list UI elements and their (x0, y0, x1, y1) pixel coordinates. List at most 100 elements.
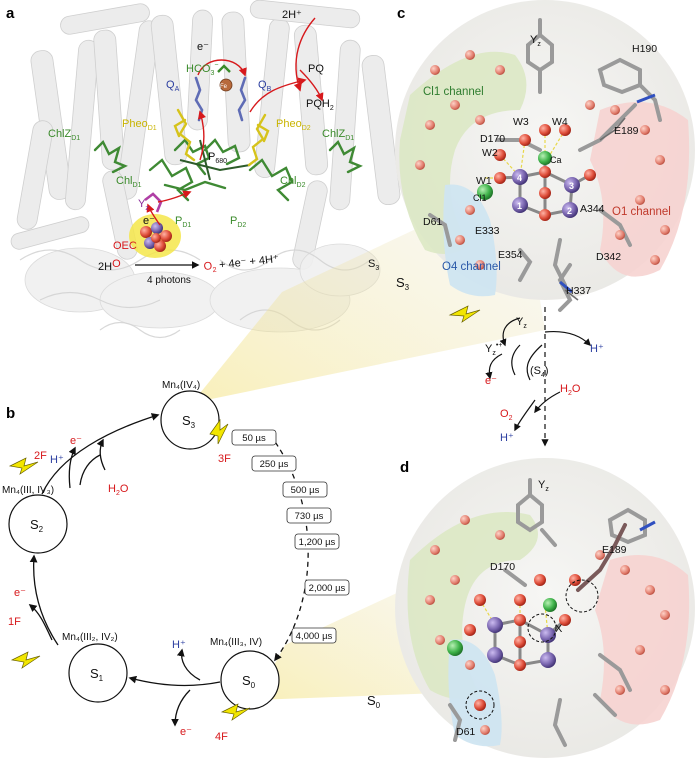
time-box (251, 455, 297, 472)
label-p680: P680 (208, 151, 227, 165)
label-proton2-mech: H⁺ (500, 432, 514, 444)
label-chl-d1: ChlD1 (116, 175, 142, 189)
panel-d-structure (395, 458, 695, 758)
mn-index-label: 3 (569, 181, 574, 191)
cl1-channel-region-d (407, 512, 538, 699)
label-4-photons: 4 photons (147, 275, 191, 286)
panel-letter-c: c (397, 5, 405, 22)
flash-icons (8, 418, 251, 721)
residue-label-w1: W1 (476, 175, 492, 187)
label-yz-mech: Yz (516, 316, 527, 330)
label-pheo-d1: PheoD1 (122, 118, 157, 132)
label-pheo-d2: PheoD2 (276, 118, 311, 132)
bicarbonate-molecule (217, 64, 231, 73)
label-2h-plus: 2H⁺ (282, 9, 302, 21)
residue-e189-d: E189 (602, 544, 627, 556)
state-label-s2: S2 (30, 517, 44, 534)
flash-label-4f: 4F (215, 731, 228, 743)
time-point-label: 50 µs (242, 433, 266, 444)
time-box (282, 481, 328, 498)
label-oec: OEC (113, 240, 137, 252)
flash-label-2f: 2F (34, 450, 47, 462)
label-s4: (S4) (530, 365, 549, 379)
residue-label-a344: A344 (580, 203, 605, 215)
proton-b-4: H⁺ (172, 639, 186, 651)
time-point-label: 500 µs (291, 485, 320, 496)
label-fe: Fe (220, 84, 228, 90)
s-state-cycle (8, 390, 309, 727)
residue-label-ca: Ca (550, 155, 562, 165)
oxidation-s2: Mn₄(III, IV₃) (2, 485, 54, 496)
residue-label-cl1: Cl1 (473, 193, 487, 203)
label-pqh2: PQH2 (306, 98, 334, 112)
time-box (286, 507, 332, 524)
label-yz-d: Yz (538, 479, 549, 493)
time-point-label: 2,000 µs (309, 583, 346, 594)
flash-mechanism (448, 305, 481, 323)
time-box (294, 533, 340, 550)
label-o1-channel: O1 channel (612, 206, 671, 218)
residue-label-d61: D61 (423, 216, 442, 228)
label-s0-d: S0 (367, 693, 381, 710)
label-pd1: PD1 (175, 215, 191, 229)
water-molecules-c (415, 50, 670, 270)
residue-d170-d: D170 (490, 561, 515, 573)
panel-c-structure (395, 0, 695, 312)
residue-label-e333: E333 (475, 225, 500, 237)
label-cl1-channel: Cl1 channel (423, 86, 484, 98)
electron-b-1: e⁻ (14, 587, 26, 599)
mn-index-label: 2 (567, 206, 572, 216)
time-point-label: 1,200 µs (299, 537, 336, 548)
state-circle-s2 (8, 494, 68, 554)
oxidation-s0: Mn₄(III₃, IV) (210, 637, 262, 648)
electron-path-arrows (146, 17, 324, 226)
label-chlz-d1-left: ChlZD1 (48, 128, 80, 142)
label-hco3: HCO3− (186, 62, 218, 77)
residue-label-e189: E189 (614, 125, 639, 137)
residue-label-w2: W2 (482, 147, 498, 159)
label-s3-a: S3 (368, 258, 379, 272)
label-yz-radical: Yz•+ (485, 342, 502, 357)
proton-b-2: H⁺ (50, 454, 64, 466)
panel-letter-a: a (6, 5, 15, 22)
residue-label-w3: W3 (513, 116, 529, 128)
electron-b-2: e⁻ (70, 435, 82, 447)
residue-label-h337: H337 (566, 285, 591, 297)
label-s3-c: S3 (396, 275, 410, 292)
time-box (291, 627, 337, 644)
time-point-label: 250 µs (260, 459, 289, 470)
panel-letter-b: b (6, 405, 15, 422)
time-box (304, 579, 350, 596)
mechanism-scheme (485, 307, 592, 447)
label-yz-c: Yz (530, 34, 541, 48)
label-water-a: 2HO (98, 258, 121, 273)
iron-atom (219, 78, 233, 92)
label-chl-d2: ChlD2 (280, 175, 306, 189)
state-label-s0: S0 (242, 673, 256, 690)
label-water-mech: H2O (560, 383, 581, 397)
residue-label-d170: D170 (480, 133, 505, 145)
cofactors (93, 64, 363, 258)
label-pd2: PD2 (230, 215, 246, 229)
label-electron-mech: e⁻ (485, 375, 497, 387)
water-b: H2O (108, 483, 129, 497)
residue-label-d342: D342 (596, 251, 621, 263)
label-x-d: X (555, 623, 563, 635)
panel-letter-d: d (400, 459, 409, 476)
residue-label-h190: H190 (632, 43, 657, 55)
state-label-s1: S1 (90, 666, 104, 683)
flash-label-3f: 3F (218, 453, 231, 465)
label-electron-top: e⁻ (197, 41, 209, 53)
oxidation-s1: Mn₄(III₂, IV₂) (62, 632, 118, 643)
state-label-s3: S3 (182, 413, 196, 430)
flash-label-1f: 1F (8, 616, 21, 628)
state-circle-s0 (220, 650, 280, 710)
tyrosine-z (144, 192, 163, 213)
water-molecules-d (425, 515, 670, 735)
label-qb: QB (258, 79, 272, 93)
dashed-circles-d (465, 579, 599, 720)
cl1-channel-region (399, 51, 527, 254)
